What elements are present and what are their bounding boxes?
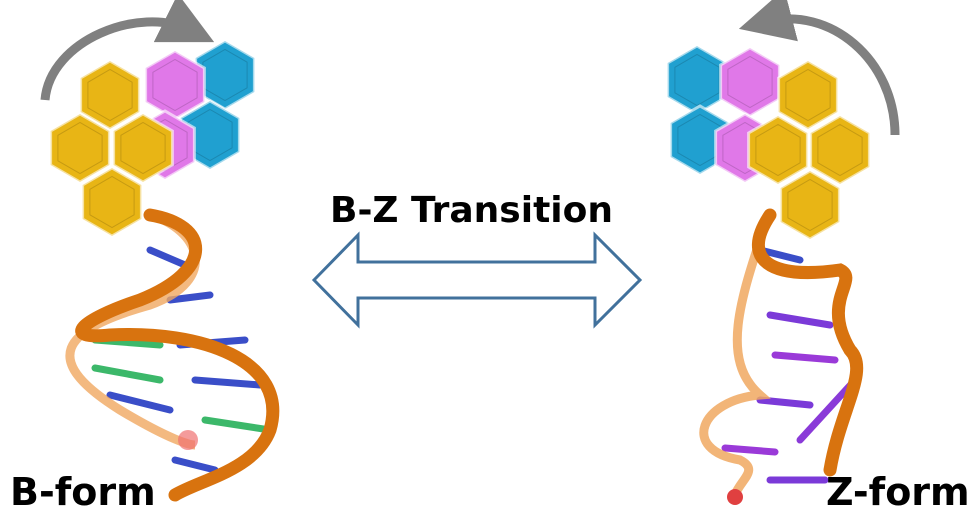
hexagon-face bbox=[120, 121, 166, 175]
hexagon-face bbox=[785, 68, 831, 122]
hexagon-face bbox=[755, 123, 801, 177]
hexagon-face bbox=[57, 121, 103, 175]
hexagon-face bbox=[87, 68, 133, 122]
double-headed-arrow bbox=[311, 231, 643, 329]
clockwise-rotation-arrow bbox=[40, 0, 215, 101]
z-form-dna bbox=[699, 208, 864, 505]
b-form-dna bbox=[65, 208, 280, 502]
hexagon-face bbox=[89, 175, 135, 229]
hexagon-face bbox=[817, 123, 863, 177]
counterclockwise-rotation-arrow bbox=[738, 0, 900, 136]
transition-title: B-Z Transition bbox=[330, 190, 613, 231]
hexagon-face bbox=[727, 55, 773, 109]
hexagon-face bbox=[152, 58, 198, 112]
hexagon-face bbox=[202, 48, 248, 102]
hexagon-face bbox=[787, 178, 833, 232]
z-form-label: Z-form bbox=[826, 470, 970, 514]
z-form-base-pairs bbox=[721, 246, 859, 484]
b-form-label: B-form bbox=[10, 470, 156, 514]
hexagon-clusters bbox=[49, 39, 871, 241]
hexagon-face bbox=[187, 108, 233, 162]
